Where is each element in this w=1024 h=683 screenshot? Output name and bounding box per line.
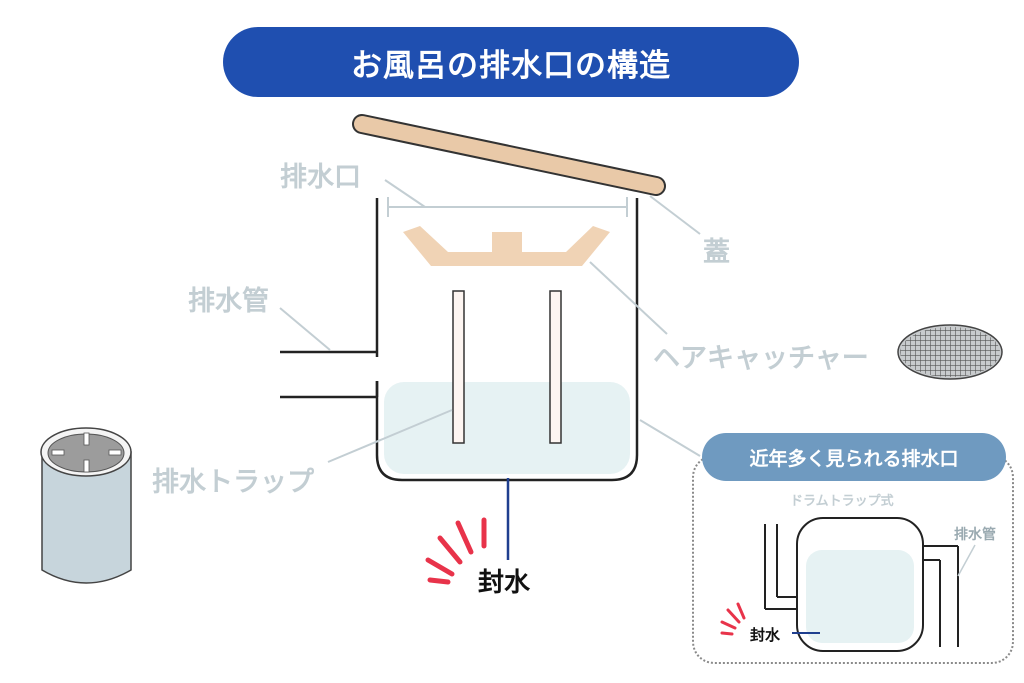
trap-partition-left [452, 290, 465, 444]
hair-catcher-shape [403, 226, 610, 266]
emphasis-marks [425, 517, 487, 585]
recent-inset-frame [692, 455, 1014, 664]
lid-leader [649, 195, 701, 235]
drum-trap-image [720, 517, 976, 652]
recent-leader [639, 419, 701, 457]
drain-outlet-bracket [384, 179, 628, 217]
drain-pipe-label: 排水管 [188, 286, 269, 317]
drain-trap-label: 排水トラップ [152, 467, 314, 498]
drain-pipe-leader [279, 307, 331, 351]
drain-trap-leader [327, 409, 453, 463]
water-seal-label: 封水 [478, 568, 531, 598]
drain-trap-cylinder-image [40, 427, 132, 584]
drain-pipe-shape [280, 350, 377, 399]
lid-label: 蓋 [703, 237, 730, 268]
hair-catcher-label: ヘアキャッチャー [653, 343, 869, 374]
trap-partition-right [549, 290, 562, 444]
drain-outlet-label: 排水口 [280, 162, 361, 193]
page-title: お風呂の排水口の構造 [223, 27, 799, 97]
hair-catcher-mesh-image [897, 324, 1003, 380]
recent-inset-header: 近年多く見られる排水口 [702, 433, 1006, 481]
hair-catcher-leader [589, 261, 668, 335]
inset-drain-pipe-label: 排水管 [954, 527, 996, 543]
inset-water-seal-label: 封水 [750, 626, 781, 644]
drum-trap-subtitle: ドラムトラップ式 [790, 494, 894, 509]
water-body [384, 382, 630, 474]
